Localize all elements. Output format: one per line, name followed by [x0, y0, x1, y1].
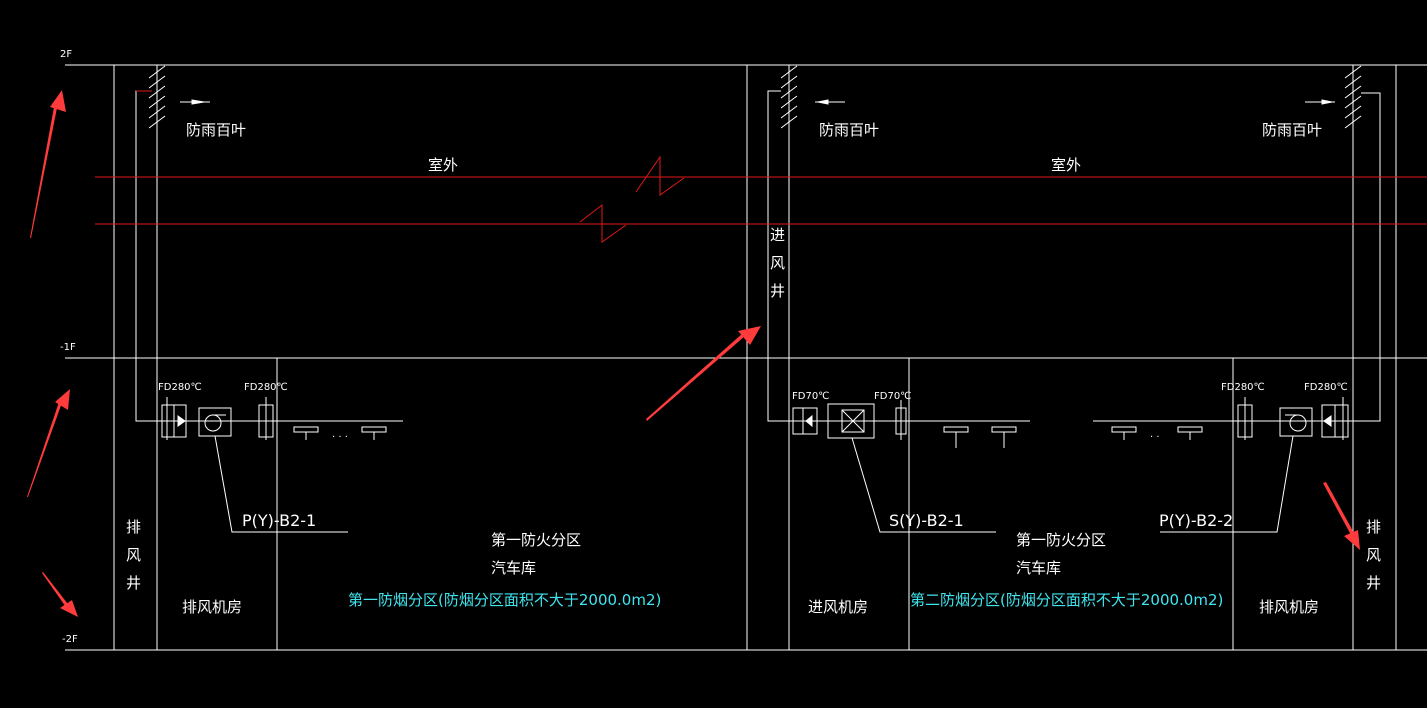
leader-sy-b2-1 [851, 437, 996, 533]
fd-label-left-2: FD280℃ [244, 382, 288, 393]
exhaust-fan-right-icon [1279, 407, 1313, 437]
exhaust-shaft-right-char-1: 排 [1366, 518, 1381, 536]
diffuser-left-2 [361, 426, 387, 440]
exhaust-duct-right [1093, 92, 1381, 422]
garage-label-right: 汽车库 [1016, 559, 1061, 577]
equip-label-py-b2-2: P(Y)-B2-2 [1159, 511, 1233, 530]
level-label-2f: 2F [60, 49, 72, 60]
diffuser-right-1 [1111, 426, 1137, 440]
level-label-b2: -2F [62, 634, 78, 645]
fire-damper-mid-2 [895, 400, 907, 440]
diffuser-left-1 [293, 426, 319, 440]
annotation-arrow-1 [30, 90, 66, 238]
smoke-zone-label-left: 第一防烟分区(防烟分区面积不大于2000.0m2) [348, 591, 661, 609]
annotation-arrow-2 [27, 389, 70, 497]
exhaust-shaft-left-char-1: 排 [126, 518, 141, 536]
annotation-arrow-4 [646, 326, 761, 421]
louver-arrow-left [180, 99, 210, 105]
fire-damper-right-1 [1237, 397, 1253, 440]
louver-label-right: 防雨百叶 [1262, 121, 1322, 139]
intake-shaft-char-3: 井 [770, 282, 785, 300]
break-symbol-upper [635, 155, 685, 196]
louver-arrow-right [1305, 99, 1335, 105]
leader-py-b2-2 [1160, 435, 1294, 533]
supply-fan-icon [827, 403, 875, 439]
exhaust-shaft-right-char-3: 井 [1366, 574, 1381, 592]
diffuser-mid-1 [943, 426, 969, 448]
intake-room-label: 进风机房 [808, 598, 868, 616]
exhaust-room-label-right: 排风机房 [1259, 598, 1319, 616]
exhaust-shaft-right-char-2: 风 [1366, 546, 1381, 564]
fire-zone-label-right: 第一防火分区 [1016, 531, 1106, 549]
fd-label-right-1: FD280℃ [1221, 382, 1265, 393]
louver-label-left: 防雨百叶 [186, 121, 246, 139]
fire-damper-left-1 [161, 397, 187, 440]
hatch-right [1344, 65, 1362, 129]
exhaust-shaft-left-char-3: 井 [126, 574, 141, 592]
leader-py-b2-1 [214, 435, 348, 533]
intake-duct [767, 90, 1030, 422]
break-symbol-lower [579, 203, 627, 243]
exhaust-duct-left [135, 90, 403, 422]
fire-zone-label-left: 第一防火分区 [491, 531, 581, 549]
intake-shaft-char-1: 进 [770, 226, 785, 244]
fd-label-right-2: FD280℃ [1304, 382, 1348, 393]
diffuser-dots-right: · · [1150, 432, 1160, 443]
louver-arrow-mid [815, 99, 845, 105]
fd-label-mid-1: FD70℃ [792, 391, 829, 402]
equip-label-py-b2-1: P(Y)-B2-1 [242, 511, 316, 530]
fd-label-left-1: FD280℃ [158, 382, 202, 393]
fd-label-mid-2: FD70℃ [874, 391, 911, 402]
exhaust-room-label-left: 排风机房 [182, 598, 242, 616]
equip-label-sy-b2-1: S(Y)-B2-1 [889, 511, 964, 530]
fire-damper-right-2 [1321, 397, 1349, 440]
exhaust-fan-left-icon [198, 407, 232, 437]
diffuser-dots-left: · · · [332, 432, 348, 443]
annotation-arrow-3 [42, 572, 78, 617]
louver-label-mid: 防雨百叶 [819, 121, 879, 139]
diffuser-mid-2 [991, 426, 1017, 448]
outdoor-label-right: 室外 [1051, 156, 1081, 174]
smoke-zone-label-right: 第二防烟分区(防烟分区面积不大于2000.0m2) [910, 591, 1223, 609]
annotation-arrow-5 [1323, 482, 1360, 550]
hatch-left [148, 65, 166, 129]
fire-damper-left-2 [258, 397, 274, 440]
exhaust-shaft-left-char-2: 风 [126, 546, 141, 564]
diffuser-right-2 [1177, 426, 1203, 440]
intake-shaft-char-2: 风 [770, 254, 785, 272]
fire-damper-mid-1 [792, 407, 818, 435]
level-label-b1: -1F [60, 342, 76, 353]
hatch-mid [780, 65, 798, 129]
outdoor-label-left: 室外 [428, 156, 458, 174]
garage-label-left: 汽车库 [491, 559, 536, 577]
